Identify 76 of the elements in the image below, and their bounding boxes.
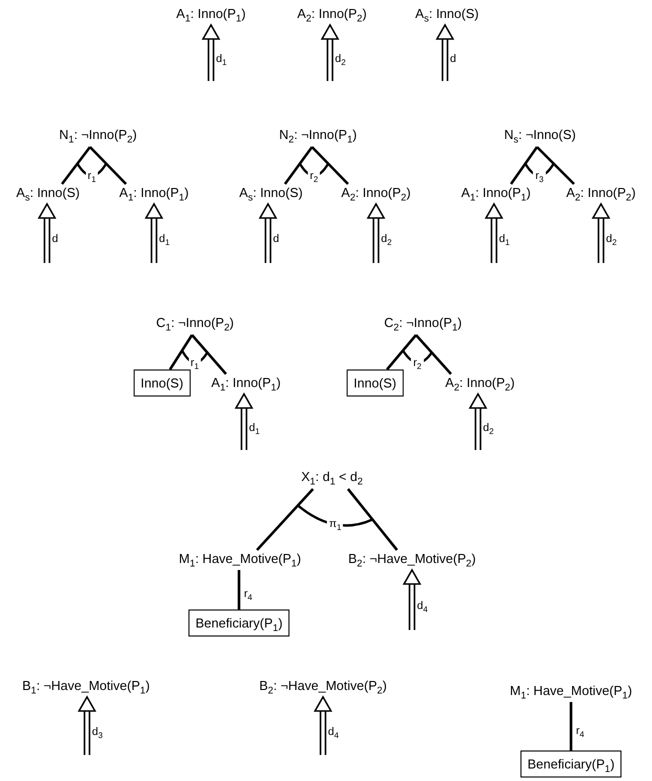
double-arrow [235,392,253,451]
term-box: Inno(S) [346,370,404,396]
link-line [60,146,92,185]
argument-label: N$_{1}$: ¬Inno(P$_{2}$) [59,126,137,146]
double-arrow [259,202,277,264]
link-line [415,334,452,375]
link-line [191,334,227,375]
argument-label: A$_{s}$: Inno(S) [16,184,80,204]
link-line [536,146,575,185]
double-arrow [469,392,487,451]
argument-label: A$_{1}$: Inno(P$_{1}$) [176,5,246,25]
argument-label: M$_{1}$: Have_Motive(P$_{1}$) [510,682,632,702]
edge-label: d$_{1}$ [159,233,170,246]
argument-label: A$_{1}$: Inno(P$_{1}$) [119,184,189,204]
argument-label: B$_{2}$: ¬Have_Motive(P$_{2}$) [259,677,387,697]
argument-label: A$_{2}$: Inno(P$_{2}$) [297,5,367,25]
double-arrow [485,202,503,264]
edge-label: d$_{2}$ [483,422,494,434]
edge-label: d$_{1}$ [249,422,260,434]
edge-label: d$_{2}$ [381,233,392,246]
edge-label: d$_{4}$ [328,726,339,738]
link-label: r$_{2}$ [411,356,424,369]
argument-label: B$_{2}$: ¬Have_Motive(P$_{2}$) [348,550,476,570]
argument-label: A$_{2}$: Inno(P$_{2}$) [445,374,515,394]
edge-label: d$_{1}$ [216,52,227,65]
link-line [311,146,349,185]
double-arrow [145,202,163,264]
edge-label: d$_{2}$ [606,233,617,246]
term-box: Inno(S) [134,370,190,396]
link-line [570,702,572,750]
edge-label: d$_{1}$ [499,233,510,246]
argument-label: C$_{1}$: ¬Inno(P$_{2}$) [156,314,234,334]
link-line [386,334,417,370]
edge-label: r$_{4}$ [576,725,584,738]
link-line [89,146,127,185]
double-arrow [367,202,385,264]
term-box: Beneficiary(P$_{1}$) [188,610,290,636]
argument-label: M$_{1}$: Have_Motive(P$_{1}$) [178,550,302,570]
double-arrow [436,23,454,82]
argument-label: A$_{2}$: Inno(P$_{2}$) [341,184,411,204]
argument-label: X$_{1}$: d$_{1}$ < d$_{2}$ [301,468,363,488]
edge-label: d$_{2}$ [335,52,346,65]
argument-label: A$_{2}$: Inno(P$_{2}$) [566,184,636,204]
edge-label: r$_{4}$ [244,588,252,600]
argument-label: A$_{s}$: Inno(S) [415,5,479,25]
link-line [510,146,538,185]
double-arrow [321,23,339,82]
double-arrow [403,568,421,631]
edge-label: d [450,52,456,65]
double-arrow [202,23,220,82]
edge-label: d$_{3}$ [92,726,103,738]
link-label: r$_{3}$ [533,170,546,182]
argument-label: A$_{1}$: Inno(P$_{1}$) [461,184,531,204]
link-label: r$_{1}$ [188,356,201,369]
argument-label: N$_{s}$: ¬Inno(S) [504,126,576,146]
link-label: r$_{2}$ [308,170,320,182]
argument-label: A$_{s}$: Inno(S) [239,184,303,204]
argument-label: N$_{2}$: ¬Inno(P$_{1}$) [279,126,357,146]
edge-label: d [52,233,58,246]
link-line [284,146,314,185]
argument-label: C$_{2}$: ¬Inno(P$_{1}$) [384,314,462,334]
link-line [346,488,398,551]
link-line [256,488,314,551]
term-box: Beneficiary(P$_{1}$) [520,750,622,778]
double-arrow [38,202,56,264]
link-line [168,334,194,370]
edge-label: d [273,233,280,246]
argument-label: A$_{1}$: Inno(P$_{1}$) [211,374,281,394]
edge-label: d$_{4}$ [417,600,428,612]
link-label: r$_{1}$ [86,170,98,182]
double-arrow [78,695,96,756]
double-arrow [314,695,332,756]
argument-label: B$_{1}$: ¬Have_Motive(P$_{1}$) [22,677,150,697]
link-line [238,570,240,610]
link-label: π$_{1}$ [327,518,344,530]
double-arrow [592,202,610,264]
